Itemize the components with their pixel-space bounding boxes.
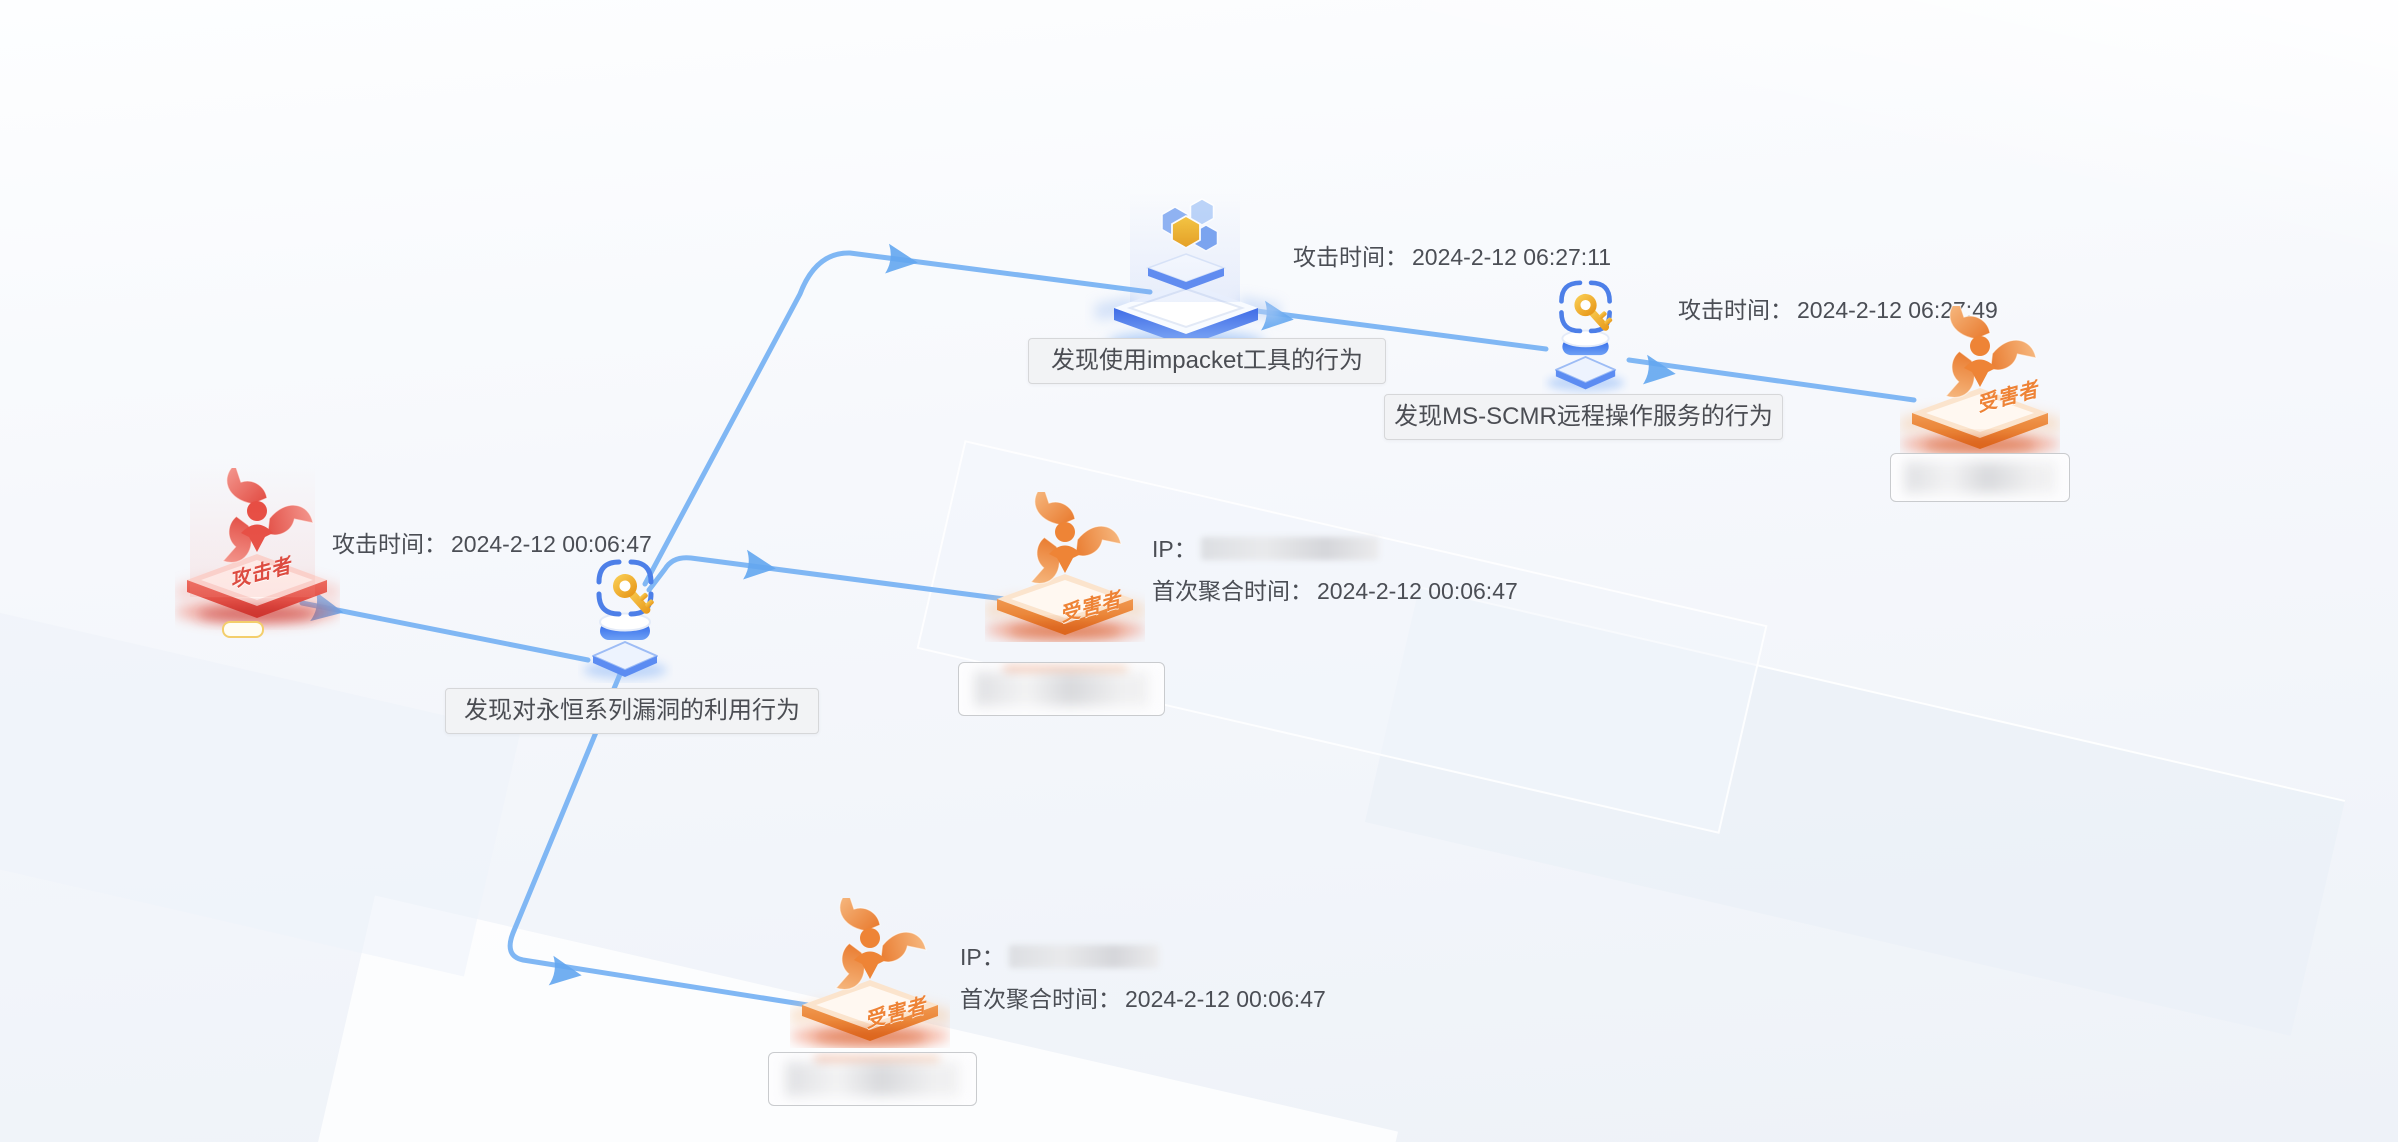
attack-time-attacker: 攻击时间：2024-2-12 00:06:47 <box>332 529 652 559</box>
ip-line: IP： <box>1152 534 1518 564</box>
ip-label: IP： <box>960 944 1005 970</box>
redacted-host-box <box>1890 453 2070 502</box>
attack-time-value: 2024-2-12 06:27:11 <box>1412 244 1612 270</box>
redacted-content <box>814 1056 939 1068</box>
victim-emblem-icon <box>790 889 950 1048</box>
arrowhead <box>1642 354 1676 385</box>
redacted-ip-value <box>1008 945 1159 969</box>
ip-label: IP： <box>1152 536 1197 562</box>
redacted-content <box>1905 462 2055 493</box>
attacker-emblem-icon <box>175 462 340 625</box>
attack-time-value: 2024-2-12 00:06:47 <box>451 531 652 557</box>
redacted-tag <box>222 621 264 638</box>
node-victim-bottom[interactable]: 受害者 <box>790 889 950 1048</box>
edge-eternal-to-victim-middle <box>646 555 1007 602</box>
first-seen-line: 首次聚合时间：2024-2-12 00:06:47 <box>960 984 1326 1014</box>
victim-bottom-info: IP： 首次聚合时间：2024-2-12 00:06:47 <box>960 942 1326 1014</box>
edge-eternal-to-victim-bottom <box>507 647 823 1010</box>
node-victim-right[interactable]: 受害者 <box>1900 297 2060 456</box>
key-detect-icon <box>583 559 667 679</box>
first-seen-value: 2024-2-12 00:06:47 <box>1125 986 1326 1012</box>
node-victim-middle[interactable]: 受害者 <box>985 483 1145 642</box>
detection-label-impacket[interactable]: 发现使用impacket工具的行为 <box>1028 338 1386 384</box>
detection-label-msscmr[interactable]: 发现MS-SCMR远程操作服务的行为 <box>1384 394 1783 440</box>
attack-time-msscmr: 攻击时间：2024-2-12 06:27:49 <box>1678 295 1998 325</box>
attack-time-impacket: 攻击时间：2024-2-12 06:27:11 <box>1293 242 1611 272</box>
edge-eternal-to-impacket <box>642 250 1153 587</box>
first-seen-value: 2024-2-12 00:06:47 <box>1317 578 1518 604</box>
redacted-host-box <box>958 662 1165 716</box>
redacted-ip-value <box>1200 537 1379 561</box>
edge-msscmr-to-victim-right <box>1626 357 1917 403</box>
edge-impacket-to-msscmr <box>1254 308 1549 352</box>
node-event-msscmr[interactable] <box>1542 278 1630 396</box>
key-detect-icon <box>1546 280 1625 392</box>
attack-time-label: 攻击时间： <box>1293 244 1408 270</box>
redacted-content <box>785 1062 960 1096</box>
hexagon-tool-icon <box>1095 198 1280 353</box>
victim-emblem-icon <box>985 483 1145 642</box>
victim-middle-info: IP： 首次聚合时间：2024-2-12 00:06:47 <box>1152 534 1518 606</box>
first-seen-line: 首次聚合时间：2024-2-12 00:06:47 <box>1152 576 1518 606</box>
attack-time-label: 攻击时间： <box>332 531 447 557</box>
redacted-content <box>975 672 1148 706</box>
node-attacker[interactable]: 攻击者 <box>175 462 340 653</box>
redacted-content <box>1004 666 1128 678</box>
redacted-host-box <box>768 1052 977 1106</box>
arrowhead <box>743 549 776 580</box>
edge-attacker-to-eternal <box>299 600 591 663</box>
arrowhead <box>885 243 918 274</box>
first-seen-label: 首次聚合时间： <box>960 986 1121 1012</box>
victim-emblem-icon <box>1900 297 2060 456</box>
node-event-impacket[interactable] <box>1085 192 1290 353</box>
arrowhead <box>548 955 582 986</box>
node-event-eternal[interactable] <box>578 558 673 683</box>
first-seen-label: 首次聚合时间： <box>1152 578 1313 604</box>
ip-line: IP： <box>960 942 1326 972</box>
detection-label-eternal[interactable]: 发现对永恒系列漏洞的利用行为 <box>445 688 819 734</box>
attack-time-label: 攻击时间： <box>1678 297 1793 323</box>
